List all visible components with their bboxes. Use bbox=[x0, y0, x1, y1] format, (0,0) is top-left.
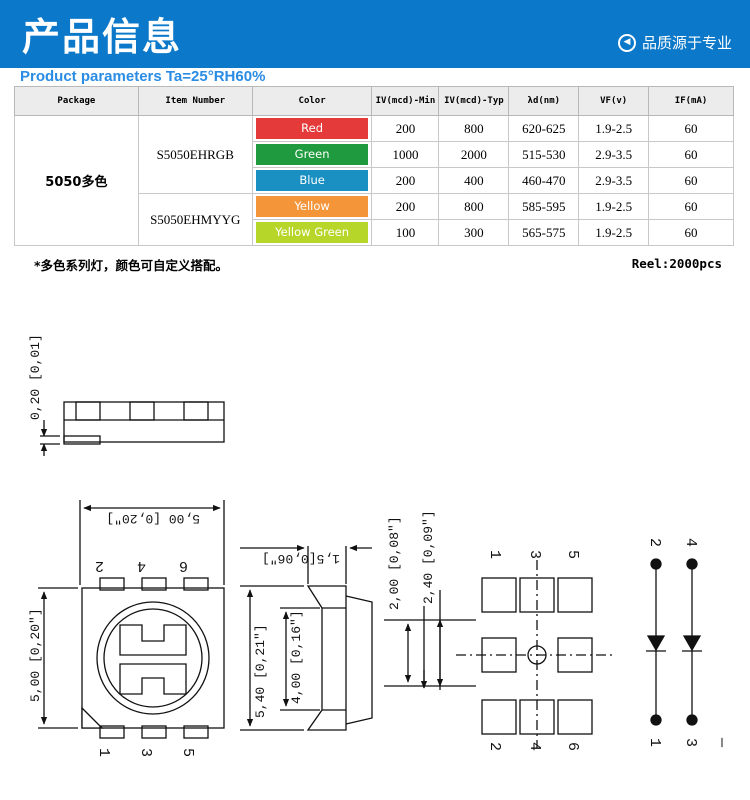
iv-min-cell: 200 bbox=[371, 115, 440, 142]
pin-label: 5 bbox=[179, 748, 196, 757]
side-view bbox=[40, 401, 225, 456]
wavelength-cell: 565-575 bbox=[508, 219, 580, 246]
item-number-cell: S5050EHMYYG bbox=[137, 193, 253, 246]
table-row: S5050EHMYYG Yellow 200 800 585-595 1.9-2… bbox=[15, 193, 734, 246]
pin-label: 3 bbox=[682, 738, 699, 747]
vf-cell: 1.9-2.5 bbox=[578, 219, 650, 246]
if-cell: 60 bbox=[648, 219, 734, 246]
wavelength-cell: 460-470 bbox=[508, 167, 580, 194]
pin-label: 4 bbox=[682, 538, 699, 547]
color-swatch-yellow: Yellow bbox=[255, 196, 369, 217]
wavelength-cell: 585-595 bbox=[508, 193, 580, 220]
top-view bbox=[38, 500, 225, 739]
iv-min-cell: 200 bbox=[371, 193, 440, 220]
col-wavelength: λd(nm) bbox=[508, 86, 580, 116]
color-swatch-yellow-green: Yellow Green bbox=[255, 222, 369, 243]
if-cell: 60 bbox=[648, 115, 734, 142]
pin-label: 3 bbox=[137, 748, 154, 757]
col-item-number: Item Number bbox=[137, 86, 253, 116]
color-cell: Red bbox=[251, 115, 373, 142]
col-iv-min: IV(mcd)-Min bbox=[371, 86, 440, 116]
item-number-cell: S5050EHRGB bbox=[137, 115, 253, 194]
quality-badge[interactable]: ◀ 品质源于专业 bbox=[617, 32, 732, 53]
top-height-dim: 5,00 [0,20"] bbox=[28, 608, 43, 702]
iv-typ-cell: 400 bbox=[438, 167, 510, 194]
parameters-title: Product parameters Ta=25°RH60% bbox=[20, 68, 266, 85]
if-cell: 60 bbox=[648, 141, 734, 168]
profile-depth-dim: 1,5[0,06"] bbox=[262, 551, 340, 566]
table-row: Yellow Green 100 300 565-575 1.9-2.5 60 bbox=[15, 219, 734, 246]
quality-badge-label: 品质源于专业 bbox=[641, 34, 732, 52]
color-cell: Green bbox=[251, 141, 373, 168]
arrow-left-circle-icon: ◀ bbox=[617, 33, 636, 52]
color-swatch-red: Red bbox=[255, 118, 369, 139]
header-bar: 产品信息 ◀ 品质源于专业 bbox=[0, 0, 750, 66]
col-iv-typ: IV(mcd)-Typ bbox=[438, 86, 510, 116]
color-cell: Blue bbox=[251, 167, 373, 194]
col-if: IF(mA) bbox=[648, 86, 734, 116]
table-row: Green 1000 2000 515-530 2.9-3.5 60 bbox=[15, 141, 734, 168]
side-height-dim: 0,20 [0,01] bbox=[28, 334, 43, 420]
iv-typ-cell: 300 bbox=[438, 219, 510, 246]
pin-label: 1 bbox=[646, 738, 663, 747]
pin-label: 3 bbox=[526, 550, 543, 559]
pin-label: 2 bbox=[646, 538, 663, 547]
schematic-minus-mark: — bbox=[713, 737, 730, 748]
iv-min-cell: 100 bbox=[371, 219, 440, 246]
pad-layout bbox=[384, 560, 616, 748]
schematic bbox=[646, 558, 702, 726]
outer-height-dim: 5,40 [0,21"] bbox=[253, 624, 268, 718]
color-swatch-blue: Blue bbox=[255, 170, 369, 191]
iv-typ-cell: 800 bbox=[438, 193, 510, 220]
vf-cell: 1.9-2.5 bbox=[578, 115, 650, 142]
col-package: Package bbox=[14, 86, 139, 116]
pin-label: 2 bbox=[486, 742, 503, 751]
table-row: 5050多色 S5050EHRGB Red 200 800 620-625 1.… bbox=[14, 115, 734, 246]
page-title: 产品信息 bbox=[22, 14, 183, 59]
col-vf: VF(v) bbox=[578, 86, 650, 116]
package-cell: 5050多色 bbox=[14, 115, 139, 246]
vf-cell: 2.9-3.5 bbox=[578, 141, 650, 168]
inner-height-dim: 4,00 [0,16"] bbox=[289, 610, 304, 704]
pin-label: 4 bbox=[137, 557, 146, 574]
color-cell: Yellow Green bbox=[251, 219, 373, 246]
pin-label: 4 bbox=[526, 742, 543, 751]
pin-label: 1 bbox=[95, 748, 112, 757]
vf-cell: 2.9-3.5 bbox=[578, 167, 650, 194]
iv-typ-cell: 800 bbox=[438, 115, 510, 142]
reel-quantity: Reel:2000pcs bbox=[631, 256, 722, 271]
wavelength-cell: 515-530 bbox=[508, 141, 580, 168]
pad-span-dim: 2,40 [0,09"] bbox=[421, 510, 436, 604]
iv-typ-cell: 2000 bbox=[438, 141, 510, 168]
pin-label: 6 bbox=[564, 742, 581, 751]
col-color: Color bbox=[251, 86, 373, 116]
spec-table: Package Item Number Color IV(mcd)-Min IV… bbox=[14, 86, 734, 246]
package-drawing: 0,20 [0,01] 5,00 [0,20"] 5,00 [0,20"] 2 … bbox=[28, 334, 730, 757]
color-swatch-green: Green bbox=[255, 144, 369, 165]
custom-color-note: *多色系列灯，颜色可自定义搭配。 bbox=[34, 258, 229, 273]
if-cell: 60 bbox=[648, 167, 734, 194]
iv-min-cell: 200 bbox=[371, 167, 440, 194]
wavelength-cell: 620-625 bbox=[508, 115, 580, 142]
pad-gap-dim: 2,00 [0,08"] bbox=[387, 516, 402, 610]
header-underline bbox=[0, 66, 750, 68]
spec-table-head: Package Item Number Color IV(mcd)-Min IV… bbox=[14, 86, 734, 116]
spec-table-body: 5050多色 S5050EHRGB Red 200 800 620-625 1.… bbox=[14, 115, 734, 246]
top-width-dim: 5,00 [0,20"] bbox=[106, 511, 200, 526]
pin-label: 2 bbox=[95, 557, 104, 574]
vf-cell: 1.9-2.5 bbox=[578, 193, 650, 220]
pin-label: 1 bbox=[486, 550, 503, 559]
iv-min-cell: 1000 bbox=[371, 141, 440, 168]
if-cell: 60 bbox=[648, 193, 734, 220]
color-cell: Yellow bbox=[251, 193, 373, 220]
pin-label: 6 bbox=[179, 557, 188, 574]
profile-view bbox=[240, 544, 373, 731]
pin-label: 5 bbox=[564, 550, 581, 559]
